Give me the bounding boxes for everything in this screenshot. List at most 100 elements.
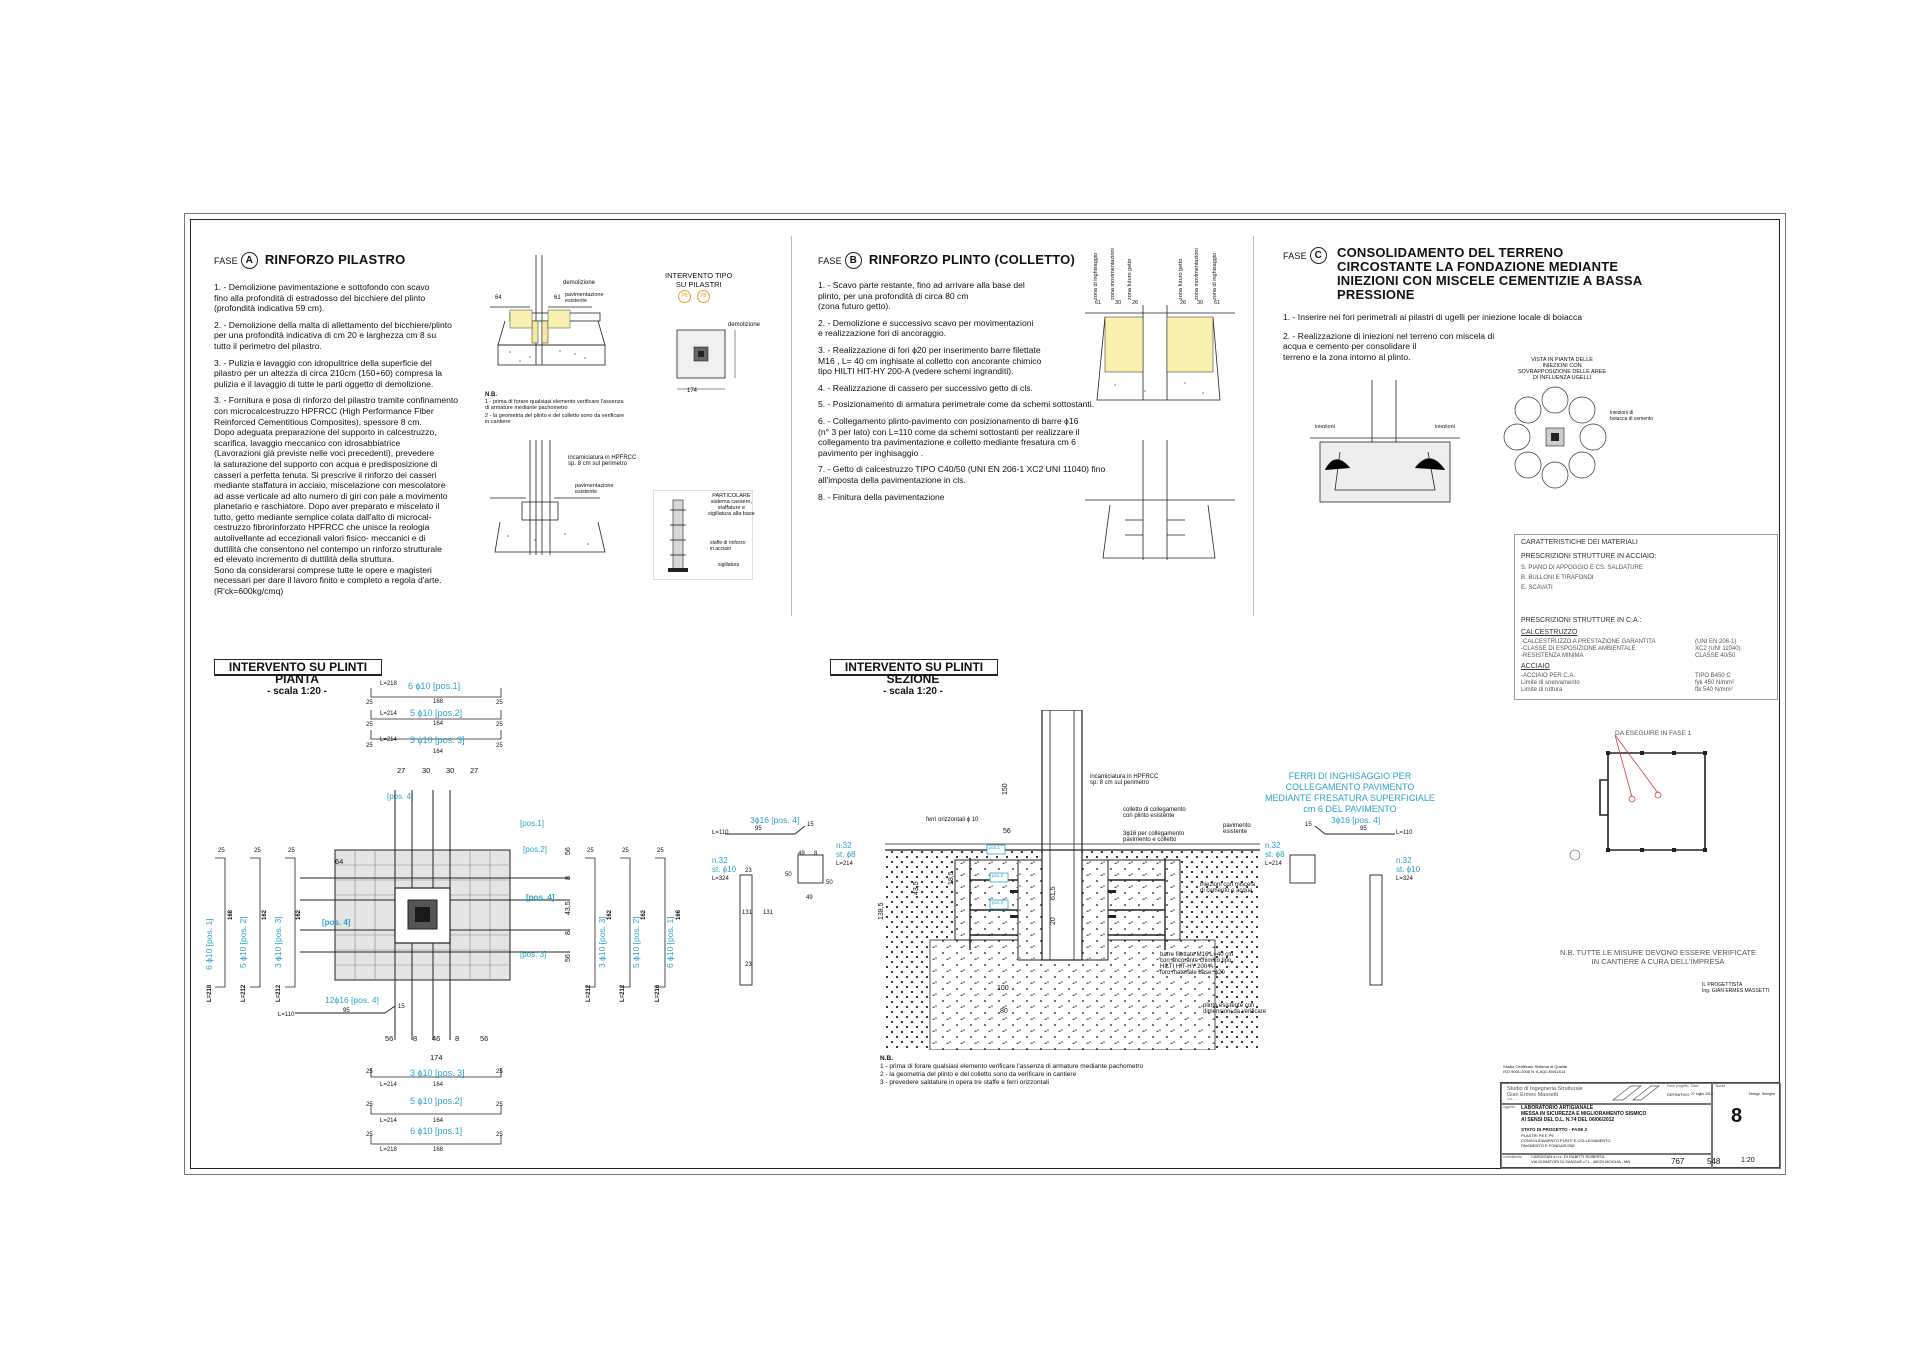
bar-end: 25 (218, 848, 225, 854)
client: CARDIGAN s.n.c. DI RABITTI ROBERTA VIA D… (1531, 1154, 1631, 1164)
bar-length: L=110 (712, 830, 729, 836)
section-heading: INTERVENTO SU PLINTI (830, 659, 998, 676)
step: 4. - Realizzazione di cassero per succes… (818, 382, 1033, 393)
bar-dim: 162 (607, 909, 613, 920)
bar-end: 25 (622, 848, 629, 854)
section-scale: - scala 1:20 - (882, 686, 944, 697)
bar-dim: 95 (1360, 826, 1367, 832)
bar-dim: 162 (262, 909, 268, 920)
step: 1. - Demolizione pavimentazione e sottof… (214, 282, 430, 314)
hook-bar (1314, 825, 1395, 835)
column-section-after (490, 440, 606, 555)
label-staffe: staffe di rinforzo in acciaio (710, 540, 746, 552)
dim-label: 30 (1115, 300, 1122, 306)
bar-length: L=218 (380, 681, 397, 687)
bar-end: 25 (496, 1069, 503, 1075)
stirrup-shapes (1289, 854, 1383, 986)
bar-end: 25 (496, 743, 503, 749)
zone-label: zona di inghisaggio (1093, 252, 1099, 300)
label-incamiciatura: incamiciatura in HPFRCC sp. 8 cm sul per… (568, 455, 637, 467)
bar-length: L=214 (380, 1082, 397, 1088)
rebar-value: TIPO B450 C (1695, 673, 1731, 679)
label-ferri: ferri orizzontali ϕ 10 (926, 817, 979, 823)
hook-bar-name: 12ϕ16 [pos. 4] (325, 995, 379, 1005)
concrete-heading: CALCESTRUZZO (1521, 629, 1578, 636)
bar-end: 25 (366, 743, 373, 749)
pos-tag: [pos.1] (520, 819, 545, 828)
dim-label: 27 (397, 766, 406, 775)
concrete-value: CLASSE 40/50 (1695, 653, 1736, 659)
label-particolare: PARTICOLARE sistema cassero, staffature … (708, 493, 755, 517)
concrete-row: -CLASSE DI ESPOSIZIONE AMBIENTALE (1521, 646, 1636, 652)
steel-row: S. PIANO DI APPOGGIO E CS. SALDATURE (1521, 565, 1643, 571)
bar-dim: 162 (641, 909, 647, 920)
bar-length: L=218 (380, 1147, 397, 1153)
tag-p9: P9 (697, 290, 710, 303)
bar-name: 3 ϕ10 [pos. 3] (273, 916, 283, 968)
phase-label: Fase progetto (1667, 1084, 1689, 1088)
bar-name: 5 ϕ10 [pos. 2] (238, 916, 248, 968)
dim-label: 150 (1002, 783, 1009, 795)
zone-label: zona futuro getto (1178, 258, 1184, 300)
steel-row: E. SCAVATI (1521, 585, 1553, 591)
bar-dim: 168 (433, 699, 444, 705)
phase-b-steps: 1. - Scavo parte restante, fino ad arriv… (818, 280, 1118, 508)
dim-label: 56 (565, 954, 572, 962)
concrete-value: (UNI EN 206-1) (1695, 639, 1737, 645)
bar-length: L=218 (207, 984, 213, 1002)
hook-bar (725, 825, 806, 835)
bar-end: 25 (496, 722, 503, 728)
zone-label: zona movimentazioni (1110, 248, 1116, 300)
stirrup-label: n.32 st. ϕ8 (1265, 841, 1285, 859)
bar-length: L=214 (836, 861, 853, 867)
phase-c-steps: 1. - Inserire nei fori perimetrali ai pi… (1283, 312, 1603, 368)
bar-name: 5 ϕ10 [pos. 2] (631, 916, 641, 968)
client-label: committente (1503, 1155, 1523, 1159)
nb-note-3: 3 - prevedere saldature in opera tre sta… (880, 1079, 1049, 1086)
bar-dim: 50 (826, 880, 833, 886)
step: 5. - Posizionamento di armatura perimetr… (818, 399, 1095, 410)
step: 3. - Fornitura e posa di rinforzo del pi… (214, 395, 459, 597)
plan-subheading: PIANTA (275, 672, 319, 686)
number-2: 548 (1707, 1157, 1721, 1166)
bar-dim: 23 (745, 868, 752, 874)
dim-label: 8 (565, 876, 572, 880)
bar-length: L=110 (1396, 830, 1413, 836)
bar-length: L=214 (1265, 861, 1282, 867)
label-iniezioni: iniezioni con miscela di cemento e acqua (1200, 882, 1256, 894)
studio-logo (1611, 1085, 1661, 1101)
dim-label: 61,5 (1050, 886, 1057, 900)
rebar-row: -ACCIAIO PER C.A. (1521, 673, 1576, 679)
plinth-section-anchors (1085, 440, 1235, 560)
plinth-section-drawing (885, 710, 1260, 1050)
column-section-before (490, 255, 606, 366)
phase-label: FASE (214, 256, 238, 266)
label-demolizione: demolizione (563, 280, 596, 286)
phase-a-heading: RINFORZO PILASTRO (264, 252, 406, 267)
plinth-section-excavation (1085, 305, 1235, 401)
bar-end: 25 (587, 848, 594, 854)
phase-letter: A (240, 252, 258, 270)
bar-end: 25 (496, 1132, 503, 1138)
project-object: LABORATORIO ARTIGIANALE MESSA IN SICUREZ… (1521, 1105, 1647, 1123)
bar-end: 25 (366, 722, 373, 728)
project-stage: STATO DI PROGETTO - FASE 2 (1521, 1127, 1588, 1132)
pos-tag: pos.2 (992, 873, 1004, 878)
bar-dim: 164 (433, 749, 444, 755)
bar-length: L=324 (712, 876, 729, 882)
label-pavimentazione: pavimentazione esistente (565, 292, 604, 304)
dim-label: 174 (687, 388, 698, 394)
pos-tag: [pos. 4] (526, 893, 555, 902)
studio-name: Studio di Ingegneria Strutturale Gian Er… (1507, 1086, 1583, 1098)
inghisaggio-title: FERRI DI INGHISAGGIO PER COLLEGAMENTO PA… (1265, 771, 1435, 814)
dim-label: 56 (565, 847, 572, 855)
zone-label: zona movimentazioni (1194, 248, 1200, 300)
date: 27 luglio 2012 (1691, 1092, 1713, 1096)
label-iniezioni: iniezioni (1435, 424, 1455, 430)
bar-end: 25 (496, 700, 503, 706)
divider (1253, 236, 1254, 616)
drawn-by: Disegn. Sereghe (1749, 1092, 1776, 1096)
bar-dim: 168 (228, 909, 234, 920)
